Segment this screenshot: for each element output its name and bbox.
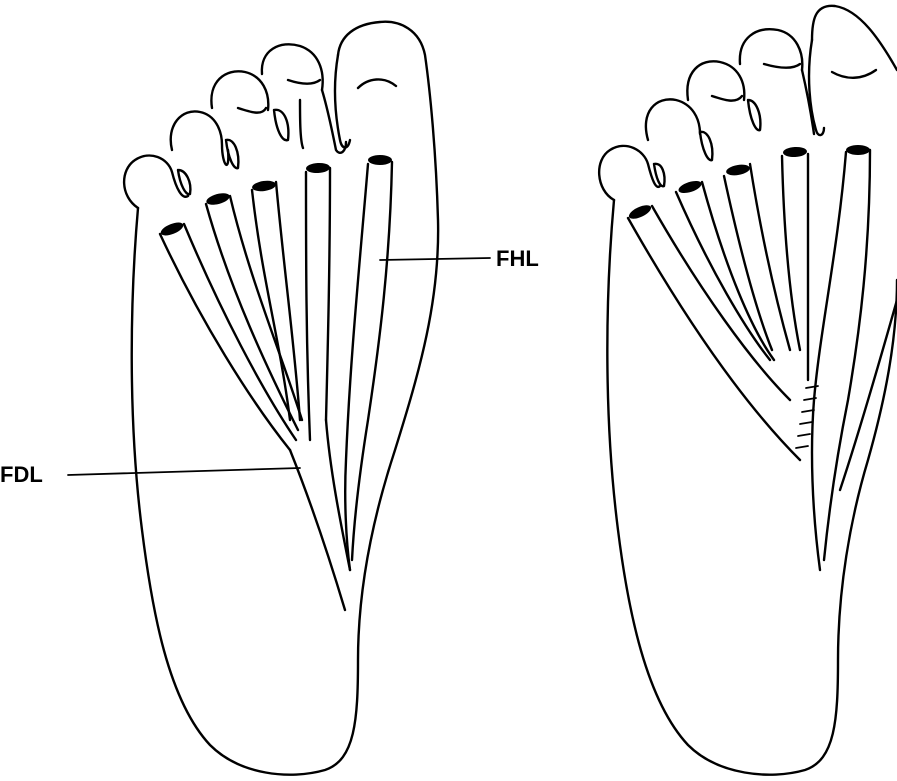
- left-toe-5: [124, 156, 188, 208]
- right-toe-3: [687, 61, 744, 100]
- fdl-label: FDL: [0, 462, 43, 487]
- left-toe-4: [171, 111, 229, 164]
- right-toe-4: [646, 99, 700, 140]
- fdl-leader-line: [68, 468, 300, 475]
- right-toe-5: [599, 146, 660, 200]
- fhl-label: FHL: [496, 246, 539, 271]
- left-toe-1: [335, 55, 350, 148]
- left-toe-3: [211, 71, 268, 110]
- right-foot-edge: [812, 6, 897, 70]
- right-fdl-tendons: [628, 154, 808, 460]
- right-toenail: [832, 70, 876, 78]
- left-foot: [68, 22, 490, 775]
- right-foot: [599, 6, 897, 775]
- fhl-leader-line: [380, 258, 490, 260]
- left-foot-outline: [132, 22, 438, 775]
- left-fdl-tendons: [160, 168, 350, 610]
- left-fhl-tendon: [345, 162, 392, 570]
- right-toe-2: [740, 29, 802, 70]
- left-toenail: [358, 79, 396, 88]
